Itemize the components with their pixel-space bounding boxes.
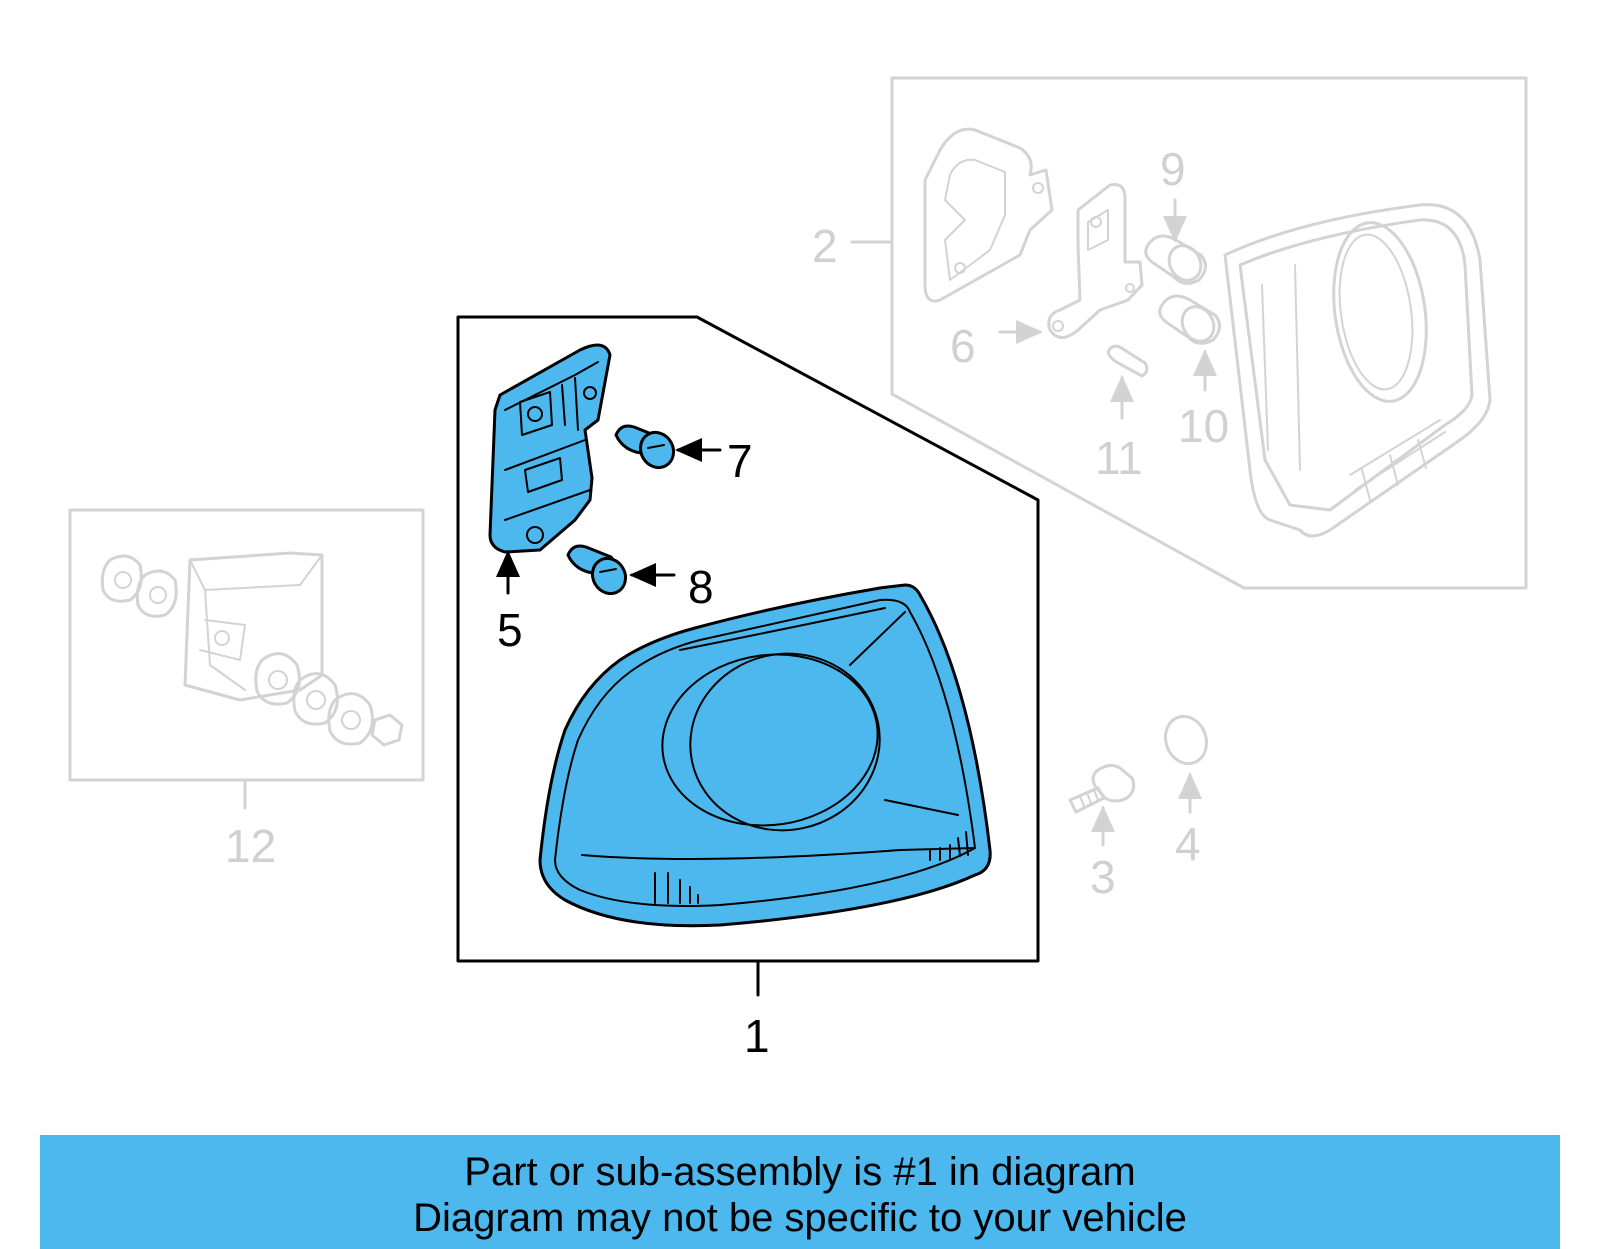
nut-icon [370,713,404,747]
callout-9: 9 [1160,143,1186,195]
bulb-7-icon [614,424,676,470]
gasket-icon [100,554,143,603]
callout-2: 2 [812,220,838,272]
bolt-icon [1068,763,1136,814]
callout-1: 1 [744,1010,770,1062]
callout-10: 10 [1178,400,1229,452]
cap-icon [1163,714,1209,766]
callout-7: 7 [727,435,753,487]
gasket-kit-group: 12 [68,508,425,872]
inner-lamp-box [890,76,1528,590]
callout-3: 3 [1090,851,1116,903]
inner-lamp-group: 2 6 9 10 11 [812,76,1528,903]
bulb-8-icon [566,544,628,596]
callout-12: 12 [225,820,276,872]
banner-line-2: Diagram may not be specific to your vehi… [413,1196,1187,1240]
assembly-box [456,315,1040,963]
gasket-icon [254,652,301,706]
bulb-10-icon [1158,294,1221,345]
tail-lamp-icon [538,583,992,928]
gasket-icon [292,672,339,726]
bulb-9-icon [1144,234,1207,285]
info-banner: Part or sub-assembly is #1 in diagram Di… [40,1135,1560,1249]
banner-line-1: Part or sub-assembly is #1 in diagram [464,1150,1136,1194]
socket-bracket-icon [1047,183,1144,339]
callout-8: 8 [688,561,714,613]
callout-4: 4 [1175,818,1201,870]
callout-6: 6 [950,320,976,372]
tail-lamp-assembly-group: 5 7 8 1 [456,315,1040,1062]
inner-tail-lamp-icon [1223,203,1492,538]
gasket-icon [135,569,178,618]
gasket-icon [327,692,374,746]
bulb-11-icon [1106,344,1149,378]
callout-11: 11 [1095,432,1143,484]
callout-5: 5 [497,604,523,656]
socket-plate-icon [488,343,612,554]
lamp-housing-bracket-icon [183,551,324,702]
gasket-plate-icon [923,127,1054,303]
gasket-kit-box [68,508,425,782]
